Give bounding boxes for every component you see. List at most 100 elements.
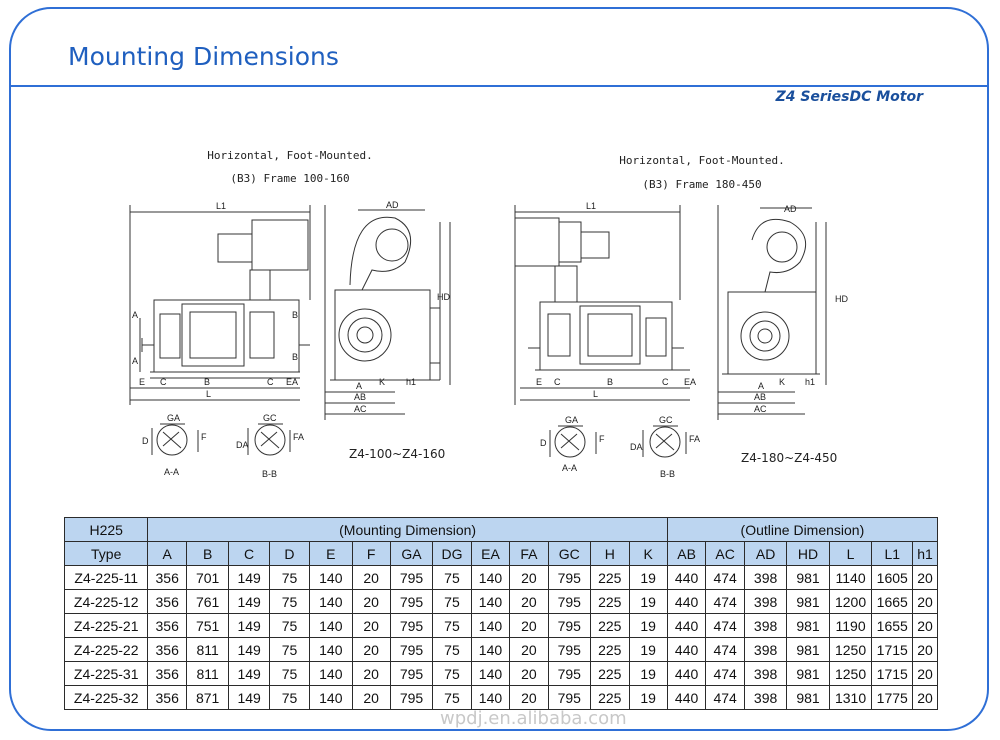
table-cell: 981 [786,685,830,710]
dimension-table: H225 (Mounting Dimension) (Outline Dimen… [63,517,939,710]
left-model-range: Z4-100~Z4-160 [349,447,446,461]
table-cell: 75 [432,613,472,638]
lbl-l: L [206,389,211,399]
column-header: GA [389,541,434,566]
lbl-ac: AC [354,404,367,414]
lbl-ea: EA [286,377,298,387]
table-cell: 440 [666,613,707,638]
table-cell: 75 [268,565,311,590]
lbl-d: D [142,436,149,446]
lbl-e: E [139,377,145,387]
column-header: AD [743,541,788,566]
column-header: AC [705,541,745,566]
table-cell: 19 [628,661,668,686]
table-cell: 140 [470,637,511,662]
table-cell: 20 [912,685,938,710]
lbl-r-ac: AC [754,404,767,414]
table-cell: 149 [228,685,270,710]
column-header: D [268,541,311,566]
lbl-r-bb: B-B [660,469,675,479]
lbl-a-side: A [132,310,138,320]
lbl-da: DA [236,440,249,450]
lbl-r-ea: EA [684,377,696,387]
table-cell: 356 [147,565,187,590]
table-cell: 140 [309,565,353,590]
lbl-l1: L1 [216,201,226,211]
lbl-r-ad: AD [784,204,797,214]
watermark: wpdj.en.alibaba.com [440,708,627,729]
right-shaft-sections [549,425,687,458]
series-label: Z4 SeriesDC Motor [775,89,923,105]
left-side-view [129,205,311,405]
lbl-r-ab: AB [754,392,766,402]
lbl-b-side: B [292,310,298,320]
table-cell: 149 [228,565,270,590]
column-header: F [351,541,391,566]
table-cell: 225 [590,589,630,614]
table-cell: 1310 [828,685,873,710]
row-type-cell: Z4-225-12 [63,589,149,614]
table-cell: 75 [268,637,311,662]
lbl-c2: C [267,377,274,387]
table-cell: 751 [185,613,230,638]
left-caption-line1: Horizontal, Foot-Mounted. [207,149,373,162]
table-cell: 795 [547,637,592,662]
mounting-group-header: (Mounting Dimension) [147,517,668,542]
column-header: GC [547,541,592,566]
table-cell: 19 [628,613,668,638]
column-header: EA [470,541,511,566]
table-cell: 75 [432,565,472,590]
table-cell: 75 [268,613,311,638]
lbl-r-fa: FA [689,434,700,444]
table-cell: 356 [147,661,187,686]
table-cell: 140 [309,589,353,614]
row-type-cell: Z4-225-22 [63,637,149,662]
table-cell: 140 [309,685,353,710]
table-cell: 1655 [871,613,914,638]
left-caption-line2: (B3) Frame 100-160 [230,172,350,185]
lbl-r-b: B [607,377,613,387]
lbl-r-h1: h1 [805,377,815,387]
table-cell: 1715 [871,661,914,686]
table-cell: 981 [786,565,830,590]
column-header: C [228,541,270,566]
table-cell: 19 [628,637,668,662]
table-cell: 149 [228,589,270,614]
table-cell: 225 [590,637,630,662]
table-cell: 795 [547,661,592,686]
lbl-ab: AB [354,392,366,402]
column-header: B [185,541,230,566]
lbl-r-d: D [540,438,547,448]
right-caption-line2: (B3) Frame 180-450 [642,178,762,191]
table-cell: 19 [628,565,668,590]
page-frame [9,7,989,731]
table-cell: 140 [470,565,511,590]
table-cell: 225 [590,613,630,638]
table-cell: 225 [590,565,630,590]
row-type-cell: Z4-225-31 [63,661,149,686]
lbl-r-e: E [536,377,542,387]
outline-group-header: (Outline Dimension) [666,517,939,542]
lbl-a-side2: A [132,356,138,366]
lbl-k: K [379,377,385,387]
table-cell: 20 [351,661,391,686]
table-cell: 140 [470,613,511,638]
table-cell: 398 [743,565,788,590]
table-cell: 474 [705,661,745,686]
frame-label-cell: H225 [63,517,149,542]
lbl-c1: C [160,377,167,387]
table-cell: 440 [666,685,707,710]
table-cell: 1665 [871,589,914,614]
table-cell: 701 [185,565,230,590]
lbl-h1: h1 [406,377,416,387]
lbl-f: F [201,432,207,442]
table-cell: 20 [351,565,391,590]
table-cell: 149 [228,661,270,686]
table-cell: 140 [470,589,511,614]
table-group-header-row: H225 (Mounting Dimension) (Outline Dimen… [63,517,939,542]
lbl-r-da: DA [630,442,643,452]
lbl-r-f: F [599,434,605,444]
